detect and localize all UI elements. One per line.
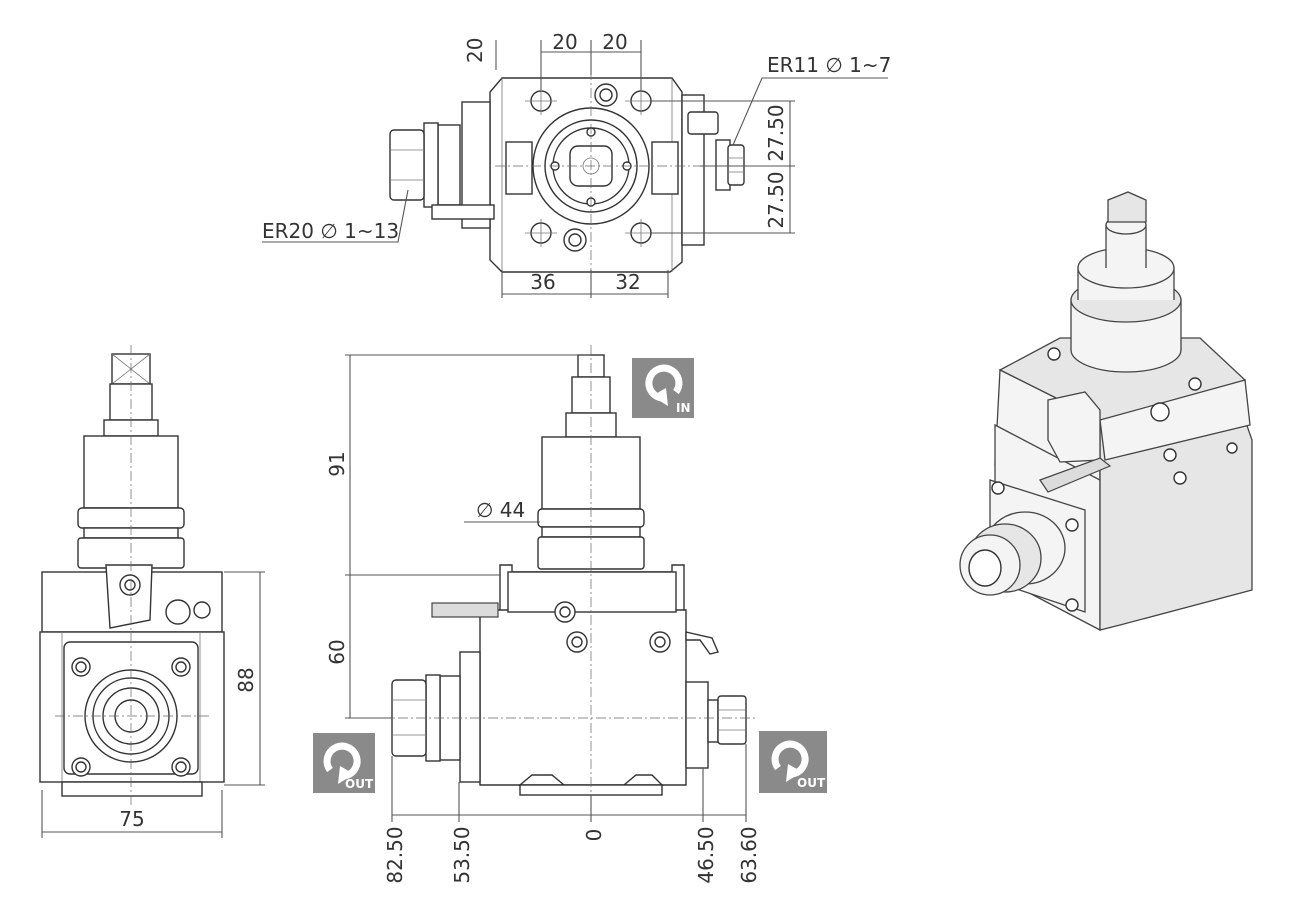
front-dim-lower-height: 60 [325, 639, 349, 664]
svg-text:IN: IN [676, 401, 691, 415]
rotation-badge-out-left: OUT [313, 733, 375, 793]
rotation-arrow-icon [771, 740, 809, 778]
rotation-badge-in: IN [632, 358, 694, 418]
top-view [262, 40, 888, 298]
side-dim-height: 88 [234, 667, 258, 692]
rotation-badge-out-right: OUT [759, 731, 827, 793]
svg-text:OUT: OUT [797, 776, 826, 790]
svg-text:OUT: OUT [345, 777, 374, 791]
front-dim-x-82-50: 82.50 [383, 826, 407, 883]
top-dim-right-upper: 27.50 [764, 104, 788, 161]
isometric-view [959, 191, 1253, 632]
collet-label-main: ER20 ∅ 1~13 [262, 219, 399, 243]
front-dim-upper-height: 91 [325, 451, 349, 476]
rotation-arrow-icon [323, 742, 361, 780]
top-dim-bottom-right: 32 [615, 270, 640, 294]
collet-label-side: ER11 ∅ 1~7 [767, 53, 891, 77]
top-dim-top-right: 20 [602, 30, 627, 54]
front-dim-x-63-60: 63.60 [737, 826, 761, 883]
side-view [39, 345, 265, 838]
side-dim-width: 75 [119, 807, 144, 831]
top-dim-left-offset: 20 [463, 38, 487, 63]
top-dim-bottom-left: 36 [530, 270, 555, 294]
top-dim-top-left: 20 [552, 30, 577, 54]
front-dim-x-46-50: 46.50 [694, 826, 718, 883]
front-dim-x-53-50: 53.50 [450, 826, 474, 883]
front-dim-spindle-diameter: ∅ 44 [476, 498, 525, 522]
top-dim-right-lower: 27.50 [764, 171, 788, 228]
front-view [345, 345, 755, 822]
rotation-arrow-icon [645, 364, 683, 402]
front-dim-x-0: 0 [582, 829, 606, 842]
